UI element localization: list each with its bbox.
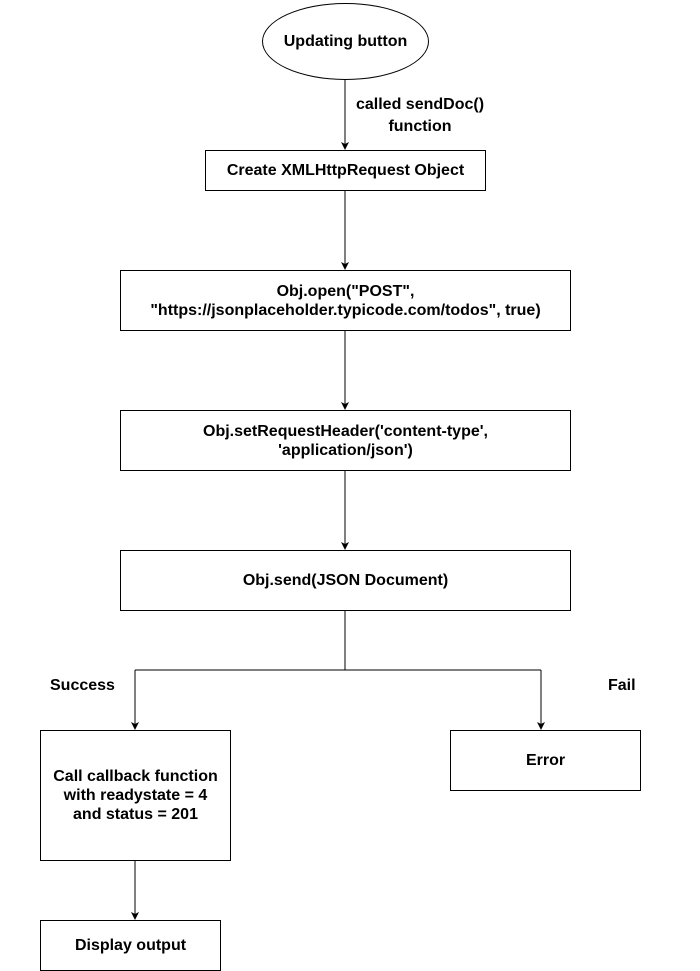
node-display-output: Display output [40,920,221,971]
edge-label-called: called sendDoc() function [355,96,485,135]
node-set-header-label: Obj.setRequestHeader('content-type', 'ap… [203,422,488,459]
node-open-label: Obj.open("POST", "https://jsonplaceholde… [150,282,541,319]
node-error: Error [450,730,641,791]
edge-label-success: Success [50,677,115,694]
node-start-label: Updating button [283,33,408,50]
node-send: Obj.send(JSON Document) [120,550,571,611]
node-create-xhr: Create XMLHttpRequest Object [205,150,486,191]
edge-label-fail: Fail [608,677,636,694]
node-callback-label: Call callback function with readystate =… [53,768,218,823]
node-create-xhr-label: Create XMLHttpRequest Object [226,162,465,179]
node-send-label: Obj.send(JSON Document) [242,572,449,589]
node-callback: Call callback function with readystate =… [40,730,231,861]
node-error-label: Error [525,752,566,769]
node-start: Updating button [262,3,429,80]
node-open: Obj.open("POST", "https://jsonplaceholde… [120,270,571,331]
node-display-output-label: Display output [74,937,187,954]
node-set-header: Obj.setRequestHeader('content-type', 'ap… [120,410,571,471]
